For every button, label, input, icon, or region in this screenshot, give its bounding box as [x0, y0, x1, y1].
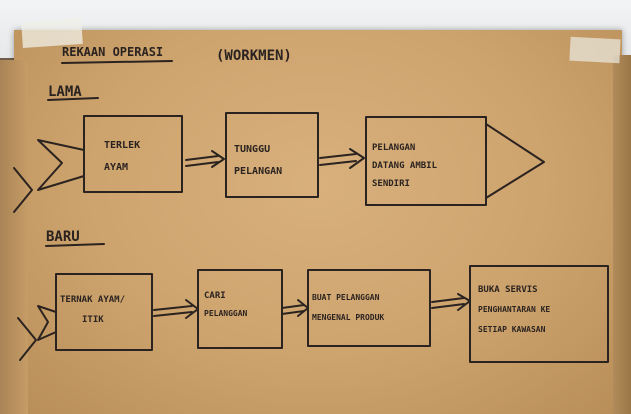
lama-box-3: [365, 116, 487, 206]
baru-box-4: [469, 265, 609, 363]
lama-box-3-line-1: PELANGAN: [372, 143, 415, 153]
baru-box-3: [307, 269, 431, 347]
paper-right-edge: [613, 55, 631, 414]
baru-box-1-line-1: TERNAK AYAM/: [60, 295, 125, 305]
baru-box-1: [55, 273, 153, 351]
lama-box-2-line-2: PELANGAN: [234, 166, 282, 177]
title-underline: [61, 60, 173, 64]
baru-arrow-1: [153, 299, 199, 319]
lama-box-1-line-1: TERLEK: [104, 140, 140, 151]
baru-box-1-line-2: ITIK: [82, 315, 104, 325]
baru-box-4-line-1: BUKA SERVIS: [478, 285, 538, 295]
lama-start-chevron: [37, 139, 85, 191]
lama-box-2: [225, 112, 319, 198]
baru-box-4-line-3: SETIAP KAWASAN: [478, 325, 546, 334]
section-label-lama: LAMA: [48, 84, 82, 100]
baru-box-3-line-1: BUAT PELANGGAN: [312, 293, 380, 302]
page-subtitle: (WORKMEN): [216, 48, 292, 64]
lama-arrow-2: [319, 148, 365, 169]
baru-start-chevron: [37, 305, 57, 341]
edge-mark-bottom: [17, 317, 37, 361]
baru-underline: [45, 243, 105, 247]
lama-arrow-1: [185, 150, 225, 168]
lama-box-3-line-3: SENDIRI: [372, 179, 410, 189]
baru-box-3-line-2: MENGENAL PRODUK: [312, 313, 384, 322]
baru-arrow-3: [431, 293, 471, 311]
section-label-baru: BARU: [46, 229, 80, 245]
lama-box-1: [83, 115, 183, 193]
page-title: REKAAN OPERASI: [62, 45, 163, 59]
lama-underline: [47, 97, 99, 101]
baru-box-4-line-2: PENGHANTARAN KE: [478, 305, 550, 314]
baru-box-2-line-2: PELANGGAN: [204, 309, 248, 318]
baru-box-2-line-1: CARI: [204, 291, 226, 301]
baru-arrow-2: [281, 299, 309, 317]
lama-end-chevron: [485, 123, 545, 199]
lama-box-2-line-1: TUNGGU: [234, 144, 270, 155]
edge-mark-top: [13, 167, 33, 213]
lama-box-3-line-2: DATANG AMBIL: [372, 161, 438, 171]
lama-box-1-line-2: AYAM: [104, 162, 128, 173]
